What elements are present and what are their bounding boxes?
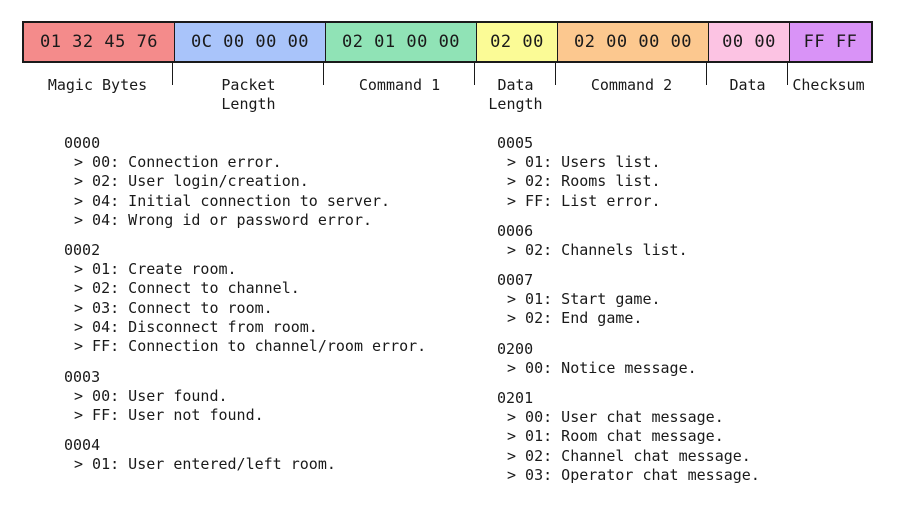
command-item: > 00: User chat message. <box>507 408 724 427</box>
packet-field-label: Data <box>729 76 766 94</box>
field-divider-tick <box>555 63 556 85</box>
command-item: > 02: Channel chat message. <box>507 446 751 465</box>
command-item: > 02: End game. <box>507 309 643 328</box>
command-group: 0002> 01: Create room.> 02: Connect to c… <box>64 240 426 356</box>
command-list-right: 0005> 01: Users list.> 02: Rooms list.> … <box>497 133 760 495</box>
command-code: 0004 <box>64 436 101 455</box>
field-divider-tick <box>787 63 788 85</box>
packet-field-bytes: 02 00 <box>477 23 558 61</box>
command-code: 0005 <box>497 134 534 152</box>
command-list-left: 0000> 00: Connection error.> 02: User lo… <box>64 133 426 485</box>
command-item: > 00: Notice message. <box>507 358 697 377</box>
command-code: 0201 <box>497 389 534 408</box>
command-item: > FF: User not found. <box>74 405 264 424</box>
command-item: > FF: List error. <box>507 191 661 210</box>
command-item: > 02: Connect to channel. <box>74 279 300 298</box>
field-divider-tick <box>706 63 707 85</box>
command-item: > FF: Connection to channel/room error. <box>74 337 427 356</box>
packet-field-label: Checksum <box>792 76 865 94</box>
command-item: > 01: Room chat message. <box>507 427 724 446</box>
command-group: 0005> 01: Users list.> 02: Rooms list.> … <box>497 133 760 211</box>
command-item: > 01: Create room. <box>74 260 237 279</box>
command-group: 0004> 01: User entered/left room. <box>64 435 426 474</box>
packet-field-bytes: 00 00 <box>709 23 790 61</box>
command-item: > 04: Wrong id or password error. <box>74 210 373 229</box>
command-item: > 02: Channels list. <box>507 240 688 259</box>
command-item: > 00: User found. <box>74 386 228 405</box>
command-code: 0007 <box>497 271 534 290</box>
command-group: 0000> 00: Connection error.> 02: User lo… <box>64 133 426 230</box>
packet-field-bytes: 02 01 00 00 <box>326 23 477 61</box>
command-group: 0201> 00: User chat message.> 01: Room c… <box>497 388 760 485</box>
command-group: 0007> 01: Start game.> 02: End game. <box>497 270 760 329</box>
command-item: > 01: Start game. <box>507 290 661 309</box>
command-code: 0002 <box>64 241 101 260</box>
command-code: 0000 <box>64 134 101 152</box>
command-item: > 04: Initial connection to server. <box>74 191 391 210</box>
command-item: > 02: Rooms list. <box>507 172 661 191</box>
packet-field-bytes: 0C 00 00 00 <box>175 23 326 61</box>
command-item: > 00: Connection error. <box>74 153 282 171</box>
command-code: 0006 <box>497 221 534 240</box>
command-group: 0006> 02: Channels list. <box>497 221 760 260</box>
packet-field-label: Command 2 <box>590 76 673 94</box>
command-group: 0200> 00: Notice message. <box>497 339 760 378</box>
packet-field-bytes: FF FF <box>790 23 871 61</box>
command-item: > 04: Disconnect from room. <box>74 318 318 337</box>
command-code: 0003 <box>64 367 101 386</box>
command-item: > 01: User entered/left room. <box>74 455 336 474</box>
packet-field-label: Command 1 <box>358 76 441 94</box>
field-divider-tick <box>323 63 324 85</box>
field-divider-tick <box>474 63 475 85</box>
command-item: > 03: Connect to room. <box>74 298 273 317</box>
field-divider-tick <box>172 63 173 85</box>
packet-field-label: Magic Bytes <box>47 76 148 94</box>
command-group: 0003> 00: User found.> FF: User not foun… <box>64 367 426 426</box>
command-item: > 03: Operator chat message. <box>507 465 760 484</box>
command-item: > 01: Users list. <box>507 153 661 171</box>
packet-field-bytes: 02 00 00 00 <box>558 23 709 61</box>
command-item: > 02: User login/creation. <box>74 172 309 191</box>
command-code: 0200 <box>497 339 534 358</box>
packet-field-bytes: 01 32 45 76 <box>24 23 175 61</box>
